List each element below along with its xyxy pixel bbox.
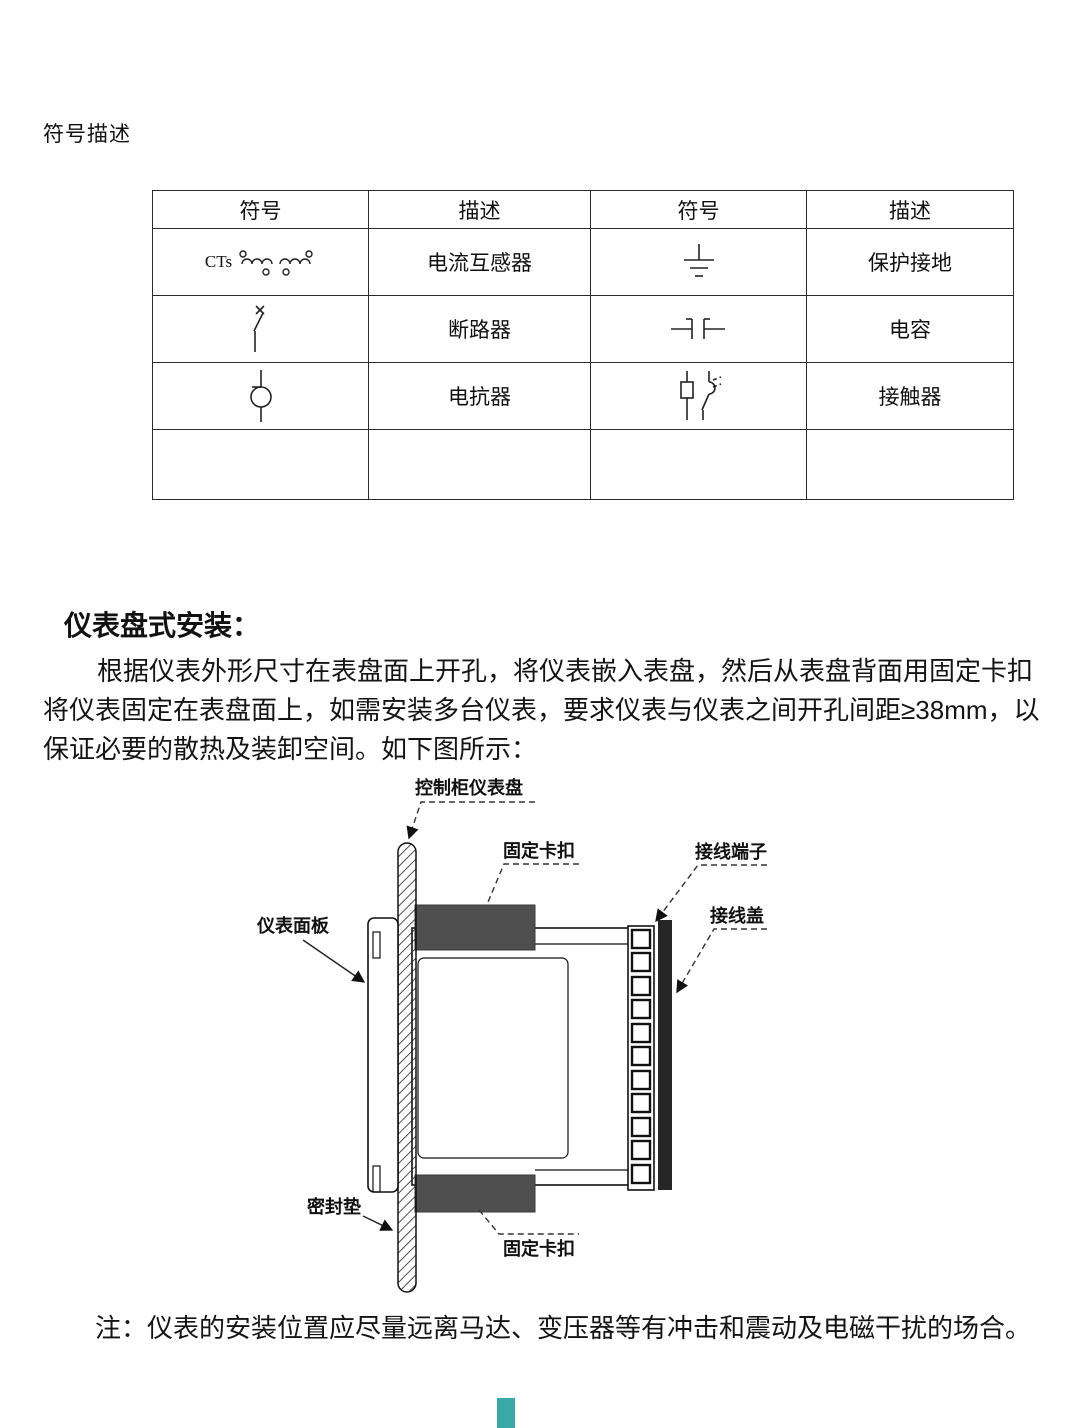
install-note: 注：仪表的安装位置应尽量远离马达、变压器等有冲击和震动及电磁干扰的场合。 (95, 1313, 1032, 1343)
circuit-breaker-symbol-cell (152, 295, 369, 363)
symbol-description: 电容 (806, 295, 1014, 363)
diagram-label-cover: 接线盖 (710, 905, 764, 926)
current-transformer-symbol-cell: CTs (152, 228, 369, 296)
diagram-label-faceplate: 仪表面板 (256, 915, 330, 936)
fixing-clip-bottom (414, 1174, 536, 1213)
faceplate-slot-top (372, 931, 381, 959)
table-row-empty (152, 429, 1014, 500)
cts-label: CTs (204, 252, 233, 271)
symbol-description: 电流互感器 (368, 228, 591, 296)
empty-cell (590, 429, 807, 500)
current-transformer-icon (236, 242, 316, 282)
symbol-table: 符号 描述 符号 描述 CTs (152, 190, 1014, 500)
reactor-symbol-cell (152, 362, 369, 430)
diagram-label-clip-top: 固定卡扣 (503, 840, 575, 861)
symbol-section-title: 符号描述 (43, 122, 131, 146)
symbol-description: 电抗器 (368, 362, 591, 430)
page-edge-mark (497, 1398, 515, 1428)
leader-terminals (655, 864, 767, 923)
symbol-description: 保护接地 (806, 228, 1014, 296)
col-header-symbol-1: 符号 (152, 190, 369, 229)
panel-mount-diagram: 控制柜仪表盘 固定卡扣 接线端子 接线盖 仪表面板 密封垫 固定卡扣 (256, 777, 767, 1293)
terminal-cover (658, 920, 672, 1190)
leader-faceplate (302, 939, 366, 983)
capacitor-icon (667, 315, 731, 339)
faceplate-slot-bottom (372, 1165, 381, 1193)
contactor-symbol-cell (590, 362, 807, 430)
leader-clip-top (487, 863, 579, 903)
diagram-label-panel: 控制柜仪表盘 (415, 777, 523, 798)
col-header-desc-2: 描述 (806, 190, 1014, 229)
col-header-symbol-2: 符号 (590, 190, 807, 229)
leader-clip-bottom (478, 1209, 579, 1235)
circuit-breaker-icon (241, 305, 281, 352)
meter-body (411, 927, 631, 1186)
reactor-icon (239, 370, 283, 422)
install-paragraph: 根据仪表外形尺寸在表盘面上开孔，将仪表嵌入表盘，然后从表盘背面用固定卡扣将仪表固… (43, 656, 1040, 764)
table-row: 断路器 电容 (152, 295, 1014, 363)
install-section-title: 仪表盘式安装： (64, 610, 261, 641)
symbol-description: 断路器 (368, 295, 591, 363)
leader-cover (676, 928, 767, 994)
fixing-clip-top (414, 904, 536, 951)
protective-earth-icon (677, 244, 721, 277)
protective-earth-symbol-cell (590, 228, 807, 296)
leader-gasket (362, 1215, 394, 1231)
capacitor-symbol-cell (590, 295, 807, 363)
table-row: 电抗器 接触器 (152, 362, 1014, 430)
diagram-label-clip-bottom: 固定卡扣 (503, 1238, 575, 1259)
empty-cell (368, 429, 591, 500)
meter-faceplate (367, 917, 399, 1193)
table-header-row: 符号 描述 符号 描述 (152, 190, 1014, 229)
contactor-icon (669, 371, 729, 420)
leader-panel (406, 801, 535, 840)
empty-cell (152, 429, 369, 500)
col-header-desc-1: 描述 (368, 190, 591, 229)
cabinet-panel (397, 842, 417, 1293)
meter-body-inner (417, 957, 569, 1159)
empty-cell (806, 429, 1014, 500)
table-row: CTs 电流互感器 (152, 228, 1014, 296)
terminal-screws (630, 928, 652, 1185)
diagram-label-terminals: 接线端子 (695, 841, 767, 862)
diagram-label-gasket: 密封垫 (307, 1196, 361, 1217)
symbol-description: 接触器 (806, 362, 1014, 430)
